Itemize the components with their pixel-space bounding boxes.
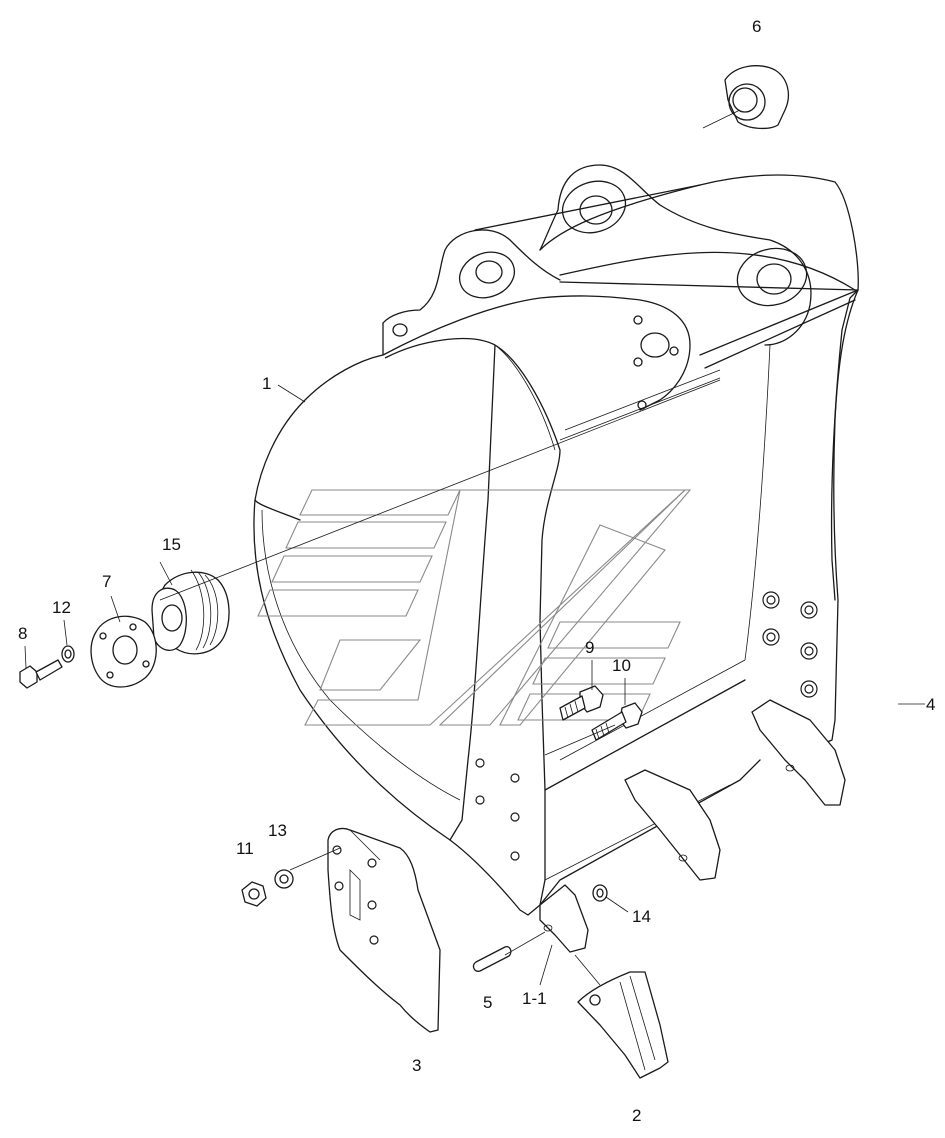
shim-stack-part-15 [151, 569, 230, 655]
callout-9: 9 [585, 638, 594, 657]
callout-3: 3 [412, 1056, 421, 1075]
bucket-body [253, 164, 859, 953]
bolt-part-8 [19, 659, 63, 689]
flange-part-7 [90, 615, 157, 688]
callout-8: 8 [18, 624, 27, 643]
pin-part-5 [472, 946, 512, 972]
callout-13: 13 [268, 821, 287, 840]
washer-part-13 [274, 869, 294, 889]
callout-4: 4 [926, 695, 935, 714]
callout-6: 6 [752, 17, 761, 36]
callout-5: 5 [483, 993, 492, 1012]
callout-2: 2 [632, 1106, 641, 1125]
callout-12: 12 [52, 598, 71, 617]
far-side-nuts [762, 591, 818, 698]
bolt-part-9 [559, 685, 604, 721]
bolt-part-10 [591, 702, 643, 741]
tooth-tip-part-2 [577, 971, 669, 1079]
leader-lines [24, 384, 925, 986]
callout-11: 11 [236, 839, 254, 858]
nut-part-11 [241, 881, 267, 907]
bushing-part-6 [702, 65, 789, 130]
callout-1-1: 1-1 [522, 989, 547, 1008]
callout-labels: 1 1-1 2 3 4 5 6 7 8 9 10 11 12 13 14 15 [18, 17, 935, 1125]
callout-14: 14 [632, 907, 651, 926]
side-cutter-part-3 [327, 827, 441, 1033]
washer-part-14 [592, 884, 608, 902]
callout-10: 10 [612, 656, 631, 675]
washer-part-12 [61, 645, 75, 663]
callout-1: 1 [262, 374, 271, 393]
callout-7: 7 [102, 572, 111, 591]
callout-15: 15 [162, 535, 181, 554]
